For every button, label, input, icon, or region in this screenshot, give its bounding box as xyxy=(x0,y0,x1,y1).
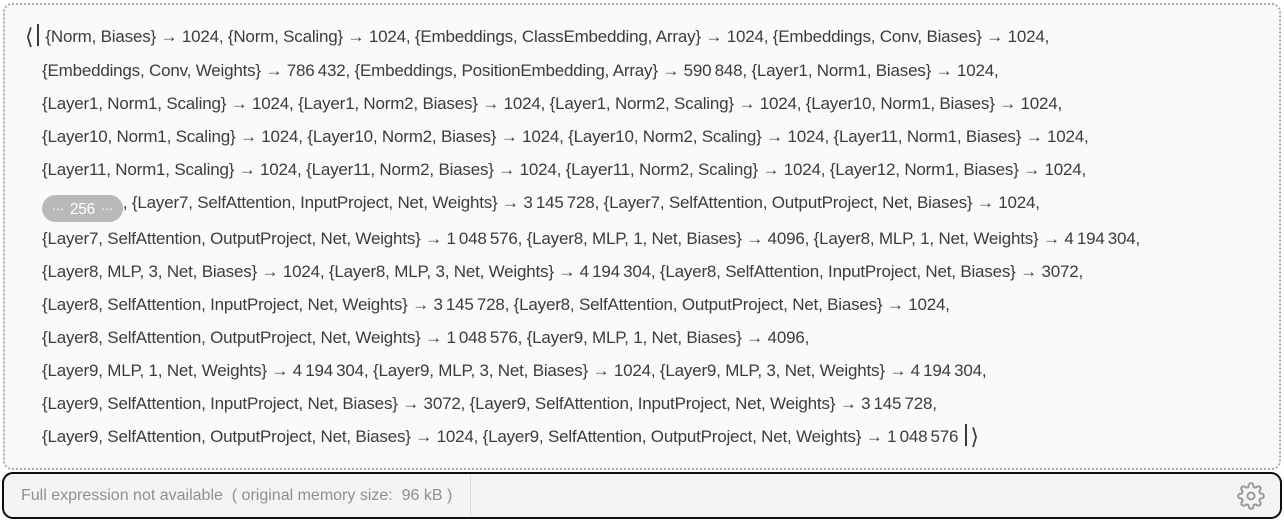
association-open-bracket: ⟨ xyxy=(25,25,34,50)
expression-line: {Layer8, MLP, 3, Net, Biases} → 1024, {L… xyxy=(42,262,1084,281)
expression-line: {Layer9, SelfAttention, InputProject, Ne… xyxy=(42,394,937,413)
expression-line: {Layer7, SelfAttention, OutputProject, N… xyxy=(42,229,1141,248)
ellipsis-dots-icon: ⋯ xyxy=(101,202,113,216)
association-open-bar xyxy=(37,24,40,46)
association-close-bracket: ⟩ xyxy=(970,425,979,450)
association-expression: ⟨{Norm, Biases} → 1024, {Norm, Scaling} … xyxy=(5,5,1279,454)
association-close-bar xyxy=(965,424,968,446)
expression-line: ⋯256⋯, {Layer7, SelfAttention, InputProj… xyxy=(25,186,1265,222)
status-bar: Full expression not available ( original… xyxy=(2,472,1282,519)
elided-count-pill[interactable]: ⋯ 256 ⋯ xyxy=(42,195,123,222)
expression-line: {Layer9, MLP, 1, Net, Weights} → 4 194 3… xyxy=(42,361,987,380)
settings-gear-icon[interactable] xyxy=(1237,481,1265,510)
expression-line: {Layer11, Norm1, Scaling} → 1024, {Layer… xyxy=(42,160,1087,179)
expression-line: {Embeddings, Conv, Weights} → 786 432, {… xyxy=(42,61,999,80)
expression-line: {Layer1, Norm1, Scaling} → 1024, {Layer1… xyxy=(42,94,1063,113)
ellipsis-dots-icon: ⋯ xyxy=(52,202,64,216)
status-message: Full expression not available ( original… xyxy=(21,486,453,504)
status-divider xyxy=(470,475,471,516)
expression-line: ⟨{Norm, Biases} → 1024, {Norm, Scaling} … xyxy=(25,24,1050,50)
expression-line: {Layer8, SelfAttention, InputProject, Ne… xyxy=(42,295,950,314)
expression-line: {Layer10, Norm1, Scaling} → 1024, {Layer… xyxy=(42,127,1089,146)
elided-expression-panel: ⟨{Norm, Biases} → 1024, {Norm, Scaling} … xyxy=(3,3,1281,470)
expression-line: {Layer9, SelfAttention, OutputProject, N… xyxy=(42,424,979,450)
elided-count: 256 xyxy=(69,201,96,218)
expression-line: {Layer8, SelfAttention, OutputProject, N… xyxy=(42,328,810,347)
